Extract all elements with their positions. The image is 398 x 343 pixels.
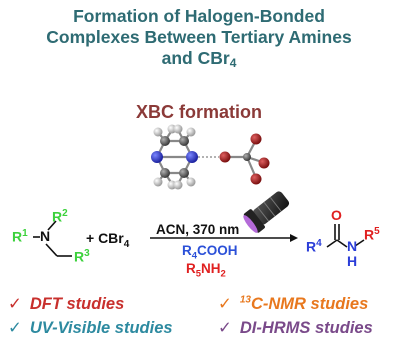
- product-h-label: H: [347, 253, 358, 269]
- study-uv-visible-text: UV-Visible studies: [29, 319, 173, 337]
- reagent-amine-r: R: [186, 261, 196, 276]
- amine-r2-sup: 2: [62, 208, 68, 219]
- plus-cbr4-sub: 4: [123, 238, 130, 250]
- product-r5-text: R: [364, 226, 375, 243]
- title-line-1: Formation of Halogen-Bonded: [73, 6, 325, 26]
- reagent-amine-sub: 5: [195, 268, 202, 280]
- product-r4-label: R4: [306, 238, 322, 255]
- study-uv-visible: ✓ UV-Visible studies: [8, 318, 173, 338]
- reagent-amine-nh-sub: 2: [220, 268, 226, 280]
- title-line-3-text: and CBr: [161, 48, 230, 68]
- reagent-amine: R5NH2: [186, 261, 226, 280]
- reagent-acid-r: R: [182, 243, 192, 258]
- reagent-acid-sub: 4: [191, 250, 198, 262]
- title: Formation of Halogen-Bonded Complexes Be…: [0, 6, 398, 69]
- plus-cbr4-text: + CBr: [86, 230, 124, 246]
- study-dft: ✓ DFT studies: [8, 294, 124, 314]
- study-di-hrms-text: DI-HRMS studies: [239, 319, 373, 337]
- product-n-label: N: [347, 238, 358, 254]
- product-r5-label: R5: [364, 226, 380, 243]
- product-r4-sup: 4: [316, 238, 322, 249]
- plus-cbr4: + CBr4: [86, 230, 129, 250]
- reaction-conditions: ACN, 370 nm: [156, 222, 240, 237]
- title-line-3-sub: 4: [229, 56, 237, 70]
- product-oxygen-label: O: [331, 207, 342, 223]
- product-r4-text: R: [306, 238, 317, 255]
- amine-r1-label: R1: [12, 228, 28, 245]
- check-icon: ✓: [8, 295, 22, 313]
- study-dft-text: DFT studies: [29, 295, 125, 313]
- amine-r2-label: R2: [52, 208, 68, 225]
- amine-r3-label: R3: [74, 248, 90, 265]
- check-icon: ✓: [218, 295, 232, 313]
- amine-r1-text: R: [12, 228, 23, 245]
- reagent-amine-nh: NH: [201, 261, 221, 276]
- molecular-model: [151, 124, 270, 190]
- study-c13-sup: 13: [239, 294, 251, 306]
- amine-structure-bonds: [33, 220, 72, 257]
- flashlight-icon: [243, 191, 290, 233]
- amide-structure-bonds: [326, 224, 365, 248]
- reaction-arrow: [150, 234, 298, 242]
- amine-n-label: N: [40, 228, 51, 244]
- amine-r1-sup: 1: [22, 228, 28, 239]
- amine-r3-text: R: [74, 248, 85, 265]
- title-line-3: and CBr4: [0, 48, 398, 69]
- check-icon: ✓: [218, 319, 232, 337]
- amine-r2-text: R: [52, 208, 63, 225]
- title-line-2: Complexes Between Tertiary Amines: [46, 27, 352, 47]
- xbc-formation-label: XBC formation: [136, 102, 262, 122]
- study-c13-nmr-text: C-NMR studies: [250, 295, 369, 313]
- reagent-acid-cooh: COOH: [197, 243, 238, 258]
- amine-r3-sup: 3: [84, 248, 90, 259]
- reagent-carboxylic-acid: R4COOH: [182, 243, 238, 262]
- study-c13-nmr: ✓ 13C-NMR studies: [218, 294, 368, 314]
- study-di-hrms: ✓ DI-HRMS studies: [218, 318, 373, 338]
- check-icon: ✓: [8, 319, 22, 337]
- product-r5-sup: 5: [374, 226, 380, 237]
